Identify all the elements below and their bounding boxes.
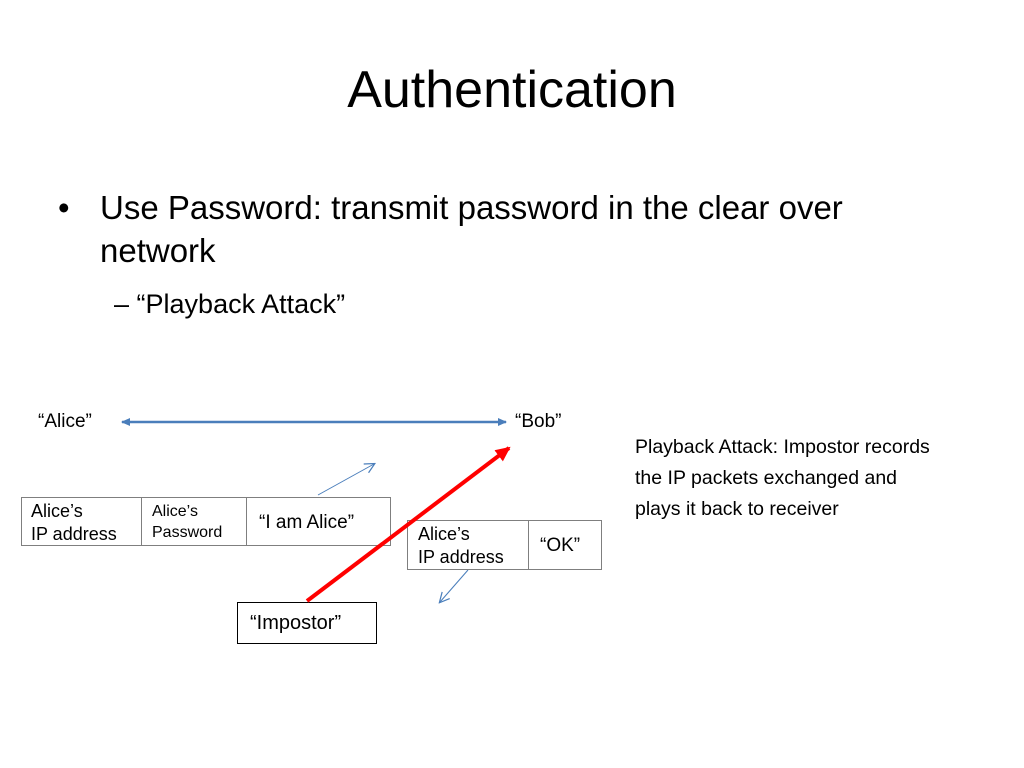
packet1-ip-address-line2: IP address — [31, 524, 117, 544]
impostor-label: “Impostor” — [250, 612, 342, 634]
packet1-password-line1: Alice’s — [152, 503, 198, 520]
packet1-ip-address-field: Alice’s IP address — [21, 497, 142, 546]
packet-return-arrow — [440, 569, 469, 602]
packet1-ip-address-line1: Alice’s — [31, 501, 83, 521]
packet2-ip-address-field: Alice’s IP address — [407, 520, 529, 570]
packet1-message-text: “I am Alice” — [259, 512, 355, 533]
packet1-password-line2: Password — [152, 524, 223, 541]
alice-label: “Alice” — [38, 411, 92, 432]
bullet-text: Use Password: transmit password in the c… — [100, 189, 843, 269]
sub-bullet-item: – “Playback Attack” — [114, 286, 345, 322]
impostor-box: “Impostor” — [237, 602, 377, 644]
sub-bullet-text: “Playback Attack” — [136, 289, 346, 319]
slide-title: Authentication — [347, 61, 677, 119]
bullet-symbol: • — [58, 189, 70, 226]
packet2-ip-address-line2: IP address — [418, 547, 504, 567]
sub-bullet-symbol: – — [114, 289, 130, 319]
packet2-message-field: “OK” — [528, 520, 602, 570]
packet2-ip-address-line1: Alice’s — [418, 524, 470, 544]
packet-forward-arrow — [317, 464, 374, 496]
bob-label: “Bob” — [515, 411, 562, 432]
impostor-arrow — [305, 446, 511, 603]
packet1-password-field: Alice’s Password — [141, 497, 247, 546]
packet2-message-text: “OK” — [540, 535, 581, 556]
packet1-message-field: “I am Alice” — [246, 497, 391, 546]
playback-attack-note: Playback Attack: Impostor records the IP… — [635, 436, 930, 520]
